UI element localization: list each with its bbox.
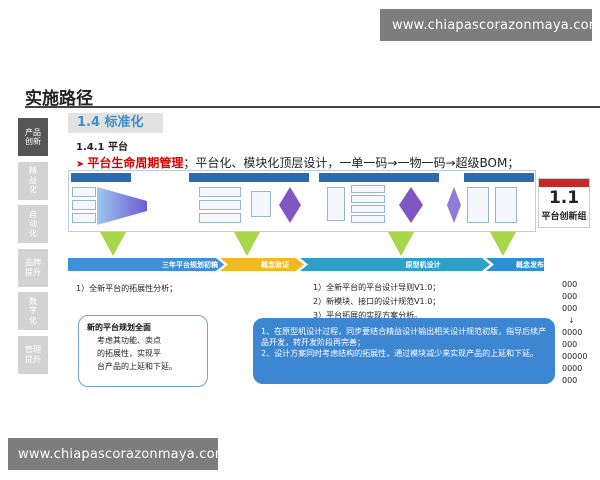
nav-item-product-innovation[interactable]: 产品 创新 <box>18 118 48 156</box>
side-navigation: 产品 创新 精 益 化 自 动 化 品牌 提升 数 字 化 管理 提升 <box>18 118 48 379</box>
diamond-graphic <box>279 187 301 223</box>
flow-box <box>351 195 385 203</box>
stage-header <box>189 173 309 182</box>
callout-left-line: 的拓展性，实现平 <box>97 349 161 358</box>
section-tag: 1.4 标准化 <box>68 113 163 133</box>
diamond-graphic <box>447 187 461 223</box>
right-list-item: 2）新模块、接口的设计规范V1.0； <box>313 297 441 306</box>
timeline-stage-2: 概念验证 <box>261 260 289 269</box>
watermark-top: www.chiapascorazonmaya.com <box>380 9 600 41</box>
down-arrow-icon <box>490 232 516 256</box>
indicator-stack: 000 000 000 ↓ 0000 000 00000 0000 000 <box>562 280 592 388</box>
stack-down-arrow-icon: ↓ <box>568 316 575 325</box>
flow-box <box>199 213 241 223</box>
left-list-item: 1）全新平台的拓展性分析； <box>76 284 178 293</box>
stack-item: 000 <box>562 376 578 385</box>
group-badge: 1.1 平台创新组 <box>538 178 590 228</box>
stack-item: 00000 <box>562 352 588 361</box>
flow-box <box>72 187 96 197</box>
flow-box <box>199 187 241 197</box>
stack-item: 000 <box>562 304 578 313</box>
flow-box <box>72 200 96 210</box>
bullet-text: ；平台化、模块化顶层设计，一单一码→一物一码→超级BOM； <box>183 156 520 170</box>
subsection-heading: 1.4.1 平台 <box>76 142 128 153</box>
timeline-stage-1: 三年平台规划初稿 <box>162 260 218 269</box>
stage-header <box>464 173 534 182</box>
watermark-bottom: www.chiapascorazonmaya.com <box>8 438 227 470</box>
right-list-item: 3）平台拓展的实现方案分析。 <box>313 311 423 320</box>
nav-item-digital[interactable]: 数 字 化 <box>18 292 48 330</box>
flow-box <box>351 205 385 213</box>
stack-item: 0000 <box>562 364 583 373</box>
title-divider <box>25 106 600 108</box>
flow-box <box>72 213 96 223</box>
nav-item-lean[interactable]: 精 益 化 <box>18 161 48 200</box>
bullet-highlight: 平台生命周期管理 <box>87 156 184 170</box>
timeline-stage-4: 概念发布 <box>516 260 544 269</box>
callout-left-title: 新的平台规划全面 <box>87 323 151 332</box>
nav-item-management[interactable]: 管理 提升 <box>18 335 48 374</box>
down-arrow-icon <box>100 232 126 256</box>
flow-box <box>351 215 385 223</box>
badge-header <box>539 179 589 187</box>
callout-right: 1、在原型机设计过程，同步要结合精益设计输出相关设计规范初版，指导后续产品开发，… <box>253 318 555 384</box>
flow-box <box>467 187 489 223</box>
funnel-graphic <box>97 187 147 225</box>
right-list-item: 1）全新平台的平台设计导则V1.0； <box>313 283 441 292</box>
callout-left-line: 考虑其功能、卖点 <box>97 336 161 345</box>
badge-label: 平台创新组 <box>541 212 587 222</box>
flow-box <box>495 187 517 223</box>
arrow-bullet-icon: ➤ <box>76 159 85 170</box>
down-arrow-icon <box>234 232 260 256</box>
flow-box <box>351 185 385 193</box>
stack-item: 000 <box>562 292 578 301</box>
flow-box <box>327 187 345 221</box>
nav-item-automation[interactable]: 自 动 化 <box>18 205 48 243</box>
callout-right-line: 1、在原型机设计过程，同步要结合精益设计输出相关设计规范初版，指导后续产品开发，… <box>261 327 547 347</box>
badge-number: 1.1 <box>548 188 580 208</box>
flow-box <box>251 191 271 217</box>
stack-item: 000 <box>562 280 578 289</box>
nav-item-brand[interactable]: 品牌 提升 <box>18 248 48 287</box>
diamond-graphic <box>399 187 423 223</box>
right-list: 1）全新平台的平台设计导则V1.0； 2）新模块、接口的设计规范V1.0； 3）… <box>313 281 440 323</box>
stack-item: 000 <box>562 340 578 349</box>
timeline-graphic <box>68 258 544 271</box>
callout-right-line: 2、设计方案同时考虑结构的拓展性，通过模块减少来实现产品的上延和下延。 <box>261 349 539 358</box>
process-flow-diagram <box>68 170 536 232</box>
bullet-line: ➤平台生命周期管理；平台化、模块化顶层设计，一单一码→一物一码→超级BOM； <box>76 154 519 171</box>
stack-item: 0000 <box>562 328 583 337</box>
callout-left: 新的平台规划全面 考虑其功能、卖点 的拓展性，实现平 台产品的上延和下延。 <box>78 315 208 387</box>
callout-left-line: 台产品的上延和下延。 <box>97 362 177 371</box>
down-arrow-icon <box>388 232 414 256</box>
flow-box <box>199 200 241 210</box>
page-title: 实施路径 <box>25 89 93 109</box>
stage-header <box>71 173 131 182</box>
stage-header <box>319 173 439 182</box>
timeline-stage-3: 原型机设计 <box>405 260 441 269</box>
